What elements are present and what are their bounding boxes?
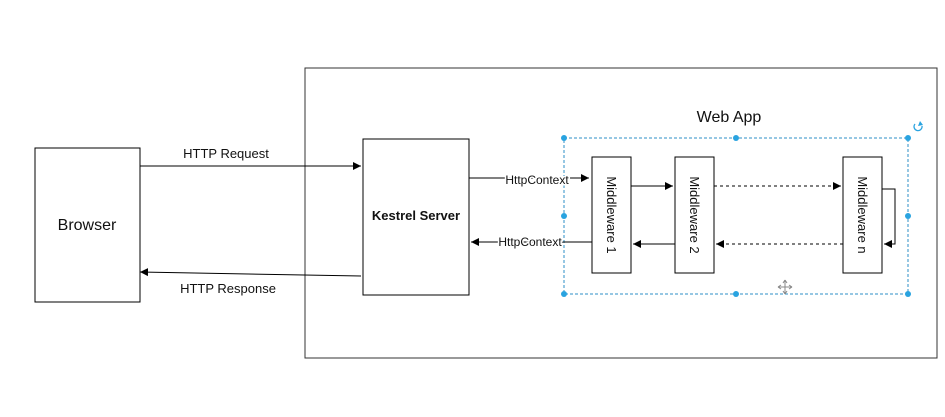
middleware-n-node[interactable]	[842, 156, 883, 274]
kestrel-server-node[interactable]	[362, 138, 470, 296]
middleware-2-node[interactable]	[674, 156, 715, 274]
browser-node[interactable]	[34, 147, 141, 303]
web-app-title: Web App	[697, 109, 762, 126]
browser-label: Browser	[58, 217, 117, 234]
middleware-1-label: Middleware 1	[604, 176, 619, 253]
rotate-handle-icon[interactable]	[913, 121, 923, 132]
middleware-n-label: Middleware n	[855, 176, 870, 253]
http-request-label: HTTP Request	[183, 146, 269, 161]
httpcontext-out-label: HttpContext	[498, 235, 562, 249]
httpcontext-in-label: HttpContext	[505, 173, 569, 187]
middleware-2-label: Middleware 2	[687, 176, 702, 253]
selection-handles[interactable]	[561, 135, 911, 297]
middleware-1-node[interactable]	[591, 156, 632, 274]
host-container[interactable]	[304, 67, 938, 359]
http-response-label: HTTP Response	[180, 281, 276, 296]
kestrel-server-label: Kestrel Server	[372, 208, 460, 223]
mwn-loopback-arrow[interactable]	[882, 188, 896, 248]
move-cursor-icon	[777, 279, 793, 295]
http-response-arrow[interactable]	[139, 268, 362, 277]
